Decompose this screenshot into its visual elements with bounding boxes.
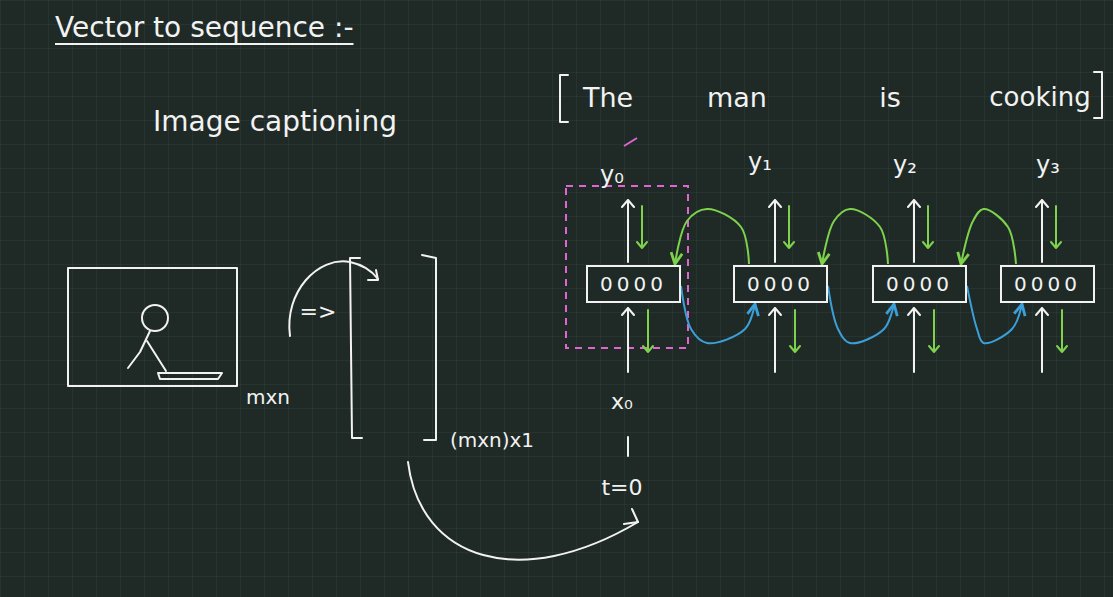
input-symbol: x₀ [611, 389, 633, 414]
flatten-arrowhead [368, 270, 378, 280]
diagram-title: Vector to sequence :- [55, 12, 354, 44]
caption-word: man [707, 82, 767, 113]
backprop-arrow [822, 209, 888, 264]
input-arrowhead [624, 509, 638, 524]
sentence-bracket [1094, 72, 1102, 118]
gradient-arrow [643, 310, 653, 352]
gradient-arrow [929, 310, 939, 352]
transform-symbol: => [300, 299, 337, 324]
output-symbol: y₂ [893, 152, 917, 180]
time-tick [627, 437, 629, 456]
highlight-mark [624, 138, 637, 146]
cell-units: 0000 [747, 272, 814, 296]
gradient-arrow [1057, 310, 1067, 352]
output-symbol: y₁ [748, 149, 772, 177]
gradient-arrow [923, 206, 933, 248]
rnn-cell: 0000 [586, 265, 681, 303]
input-arrow [908, 308, 920, 372]
flatten-arrow [289, 261, 378, 336]
backprop-arrow [675, 209, 749, 264]
input-arrow [622, 308, 634, 372]
caption-word: is [879, 82, 901, 113]
backprop-arrow [961, 209, 1016, 264]
rnn-cell: 0000 [872, 265, 967, 303]
person-body [128, 331, 150, 368]
person-head [142, 305, 168, 331]
gradient-arrow [790, 310, 800, 352]
output-arrow [622, 200, 634, 262]
cooking-pan [158, 373, 222, 379]
cell-units: 0000 [1014, 272, 1081, 296]
time-label: t=0 [601, 475, 642, 500]
dimension-label: mxn [246, 386, 290, 409]
output-symbol: y₃ [1036, 152, 1060, 180]
vector-bracket [350, 258, 362, 438]
output-symbol: y₀ [600, 162, 624, 190]
output-arrow [1036, 200, 1048, 262]
gradient-arrow [1051, 206, 1061, 248]
sentence-bracket [560, 75, 568, 122]
person-arm [147, 341, 166, 371]
rnn-cell: 0000 [733, 265, 828, 303]
image-frame [68, 268, 237, 386]
gradient-arrow [637, 206, 647, 248]
output-arrow [908, 200, 920, 262]
cell-units: 0000 [600, 272, 667, 296]
caption-word: The [583, 82, 633, 113]
output-arrow [769, 200, 781, 262]
subtitle: Image captioning [153, 106, 397, 138]
dimension-label: (mxn)x1 [450, 429, 534, 452]
gradient-arrow [784, 206, 794, 248]
caption-word: cooking [989, 83, 1090, 113]
cell-units: 0000 [886, 272, 953, 296]
vector-bracket [422, 255, 436, 440]
input-arrow [769, 308, 781, 372]
input-arrow [1036, 308, 1048, 372]
rnn-cell: 0000 [1000, 265, 1095, 303]
